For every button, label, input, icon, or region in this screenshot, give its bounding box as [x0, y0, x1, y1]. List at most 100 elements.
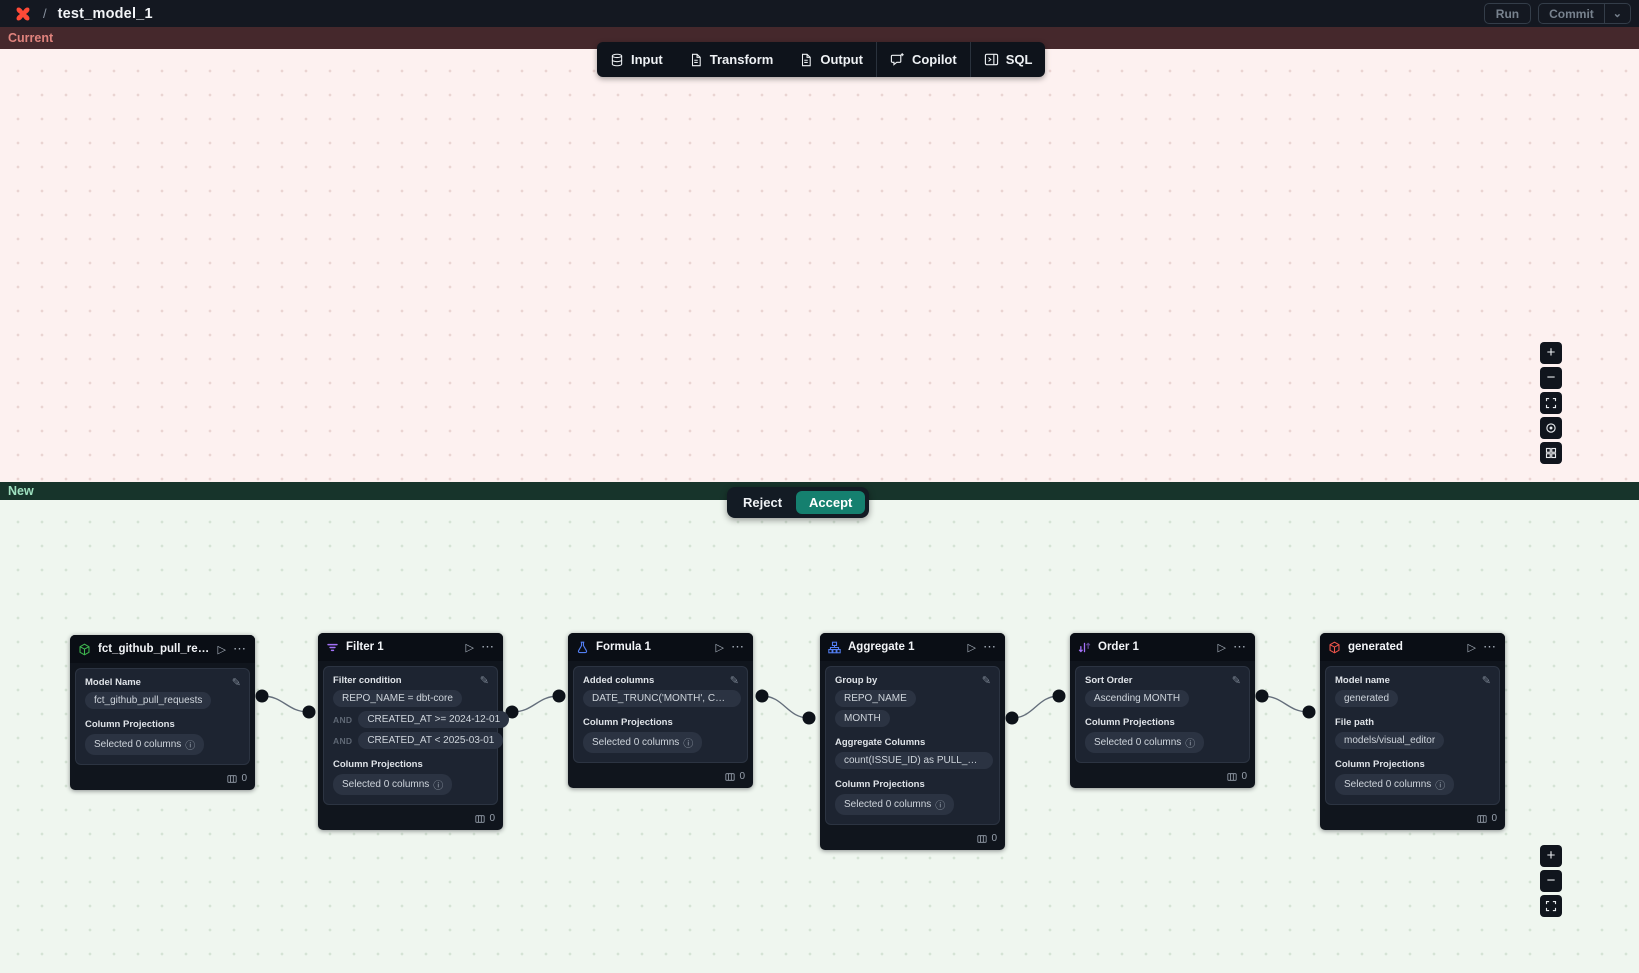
filter-condition-chip[interactable]: CREATED_AT >= 2024-12-01: [358, 711, 510, 728]
value-chip[interactable]: fct_github_pull_requests: [85, 692, 212, 709]
accept-button[interactable]: Accept: [796, 491, 866, 514]
new-canvas[interactable]: fct_github_pull_requests ▷ ⋯ ✎ Model Nam…: [0, 500, 1639, 973]
canvas-controls-new: + −: [1540, 845, 1562, 917]
node-body: ✎ Model name generated File path models/…: [1325, 666, 1500, 805]
zoom-out-button[interactable]: −: [1540, 870, 1562, 892]
edit-icon[interactable]: ✎: [479, 675, 489, 687]
node-body: ✎ Model Name fct_github_pull_requests Co…: [75, 668, 250, 765]
edit-icon[interactable]: ✎: [729, 675, 739, 687]
fit-view-button[interactable]: [1540, 392, 1562, 414]
ellipsis-menu-icon[interactable]: ⋯: [983, 639, 997, 654]
formula-chip[interactable]: DATE_TRUNC('MONTH', CREATED_AT…: [583, 690, 741, 707]
edit-icon[interactable]: ✎: [1231, 675, 1241, 687]
zoom-out-button[interactable]: −: [1540, 367, 1562, 389]
ellipsis-menu-icon[interactable]: ⋯: [481, 639, 495, 654]
play-icon[interactable]: ▷: [465, 641, 474, 654]
info-icon: ⓘ: [433, 781, 444, 792]
document-icon: [799, 53, 813, 67]
zoom-in-button[interactable]: +: [1540, 845, 1562, 867]
column-count: 0: [489, 813, 495, 824]
node-generated[interactable]: generated ▷ ⋯ ✎ Model name generated Fil…: [1320, 633, 1505, 830]
zoom-in-button[interactable]: +: [1540, 342, 1562, 364]
play-icon[interactable]: ▷: [1467, 641, 1476, 654]
commit-label[interactable]: Commit: [1549, 6, 1594, 21]
flask-icon: [576, 641, 589, 654]
copilot-button[interactable]: Copilot: [877, 42, 970, 77]
edit-icon[interactable]: ✎: [981, 675, 991, 687]
toolbar-copilot-group: Copilot: [875, 42, 970, 77]
field-label: Sort Order: [1085, 675, 1133, 686]
group-by-chip[interactable]: REPO_NAME: [835, 690, 916, 707]
current-section-header: Current: [0, 27, 1639, 49]
ellipsis-menu-icon[interactable]: ⋯: [233, 641, 247, 656]
sql-button[interactable]: SQL: [971, 42, 1046, 77]
sort-icon: [1078, 641, 1091, 654]
ellipsis-menu-icon[interactable]: ⋯: [1233, 639, 1247, 654]
ellipsis-menu-icon[interactable]: ⋯: [731, 639, 745, 654]
edit-icon[interactable]: ✎: [1481, 675, 1491, 687]
edit-icon[interactable]: ✎: [231, 677, 241, 689]
node-header[interactable]: Filter 1 ▷ ⋯: [318, 633, 503, 661]
node-footer: 0: [1320, 810, 1505, 830]
columns-icon: [1227, 772, 1238, 781]
run-button[interactable]: Run: [1483, 3, 1532, 24]
node-header[interactable]: Aggregate 1 ▷ ⋯: [820, 633, 1005, 661]
locate-button[interactable]: [1540, 417, 1562, 439]
current-canvas[interactable]: [0, 49, 1639, 482]
new-section-label: New: [8, 484, 34, 498]
node-header[interactable]: Formula 1 ▷ ⋯: [568, 633, 753, 661]
fit-view-button[interactable]: [1540, 895, 1562, 917]
sort-order-chip[interactable]: Ascending MONTH: [1085, 690, 1190, 707]
input-button[interactable]: Input: [597, 42, 676, 77]
node-footer: 0: [318, 810, 503, 830]
node-order-1[interactable]: Order 1 ▷ ⋯ ✎ Sort Order Ascending MONTH…: [1070, 633, 1255, 788]
node-header[interactable]: fct_github_pull_requests ▷ ⋯: [70, 635, 255, 663]
sitemap-icon: [828, 641, 841, 654]
breadcrumb-separator: /: [43, 6, 47, 21]
field-label: Column Projections: [1085, 717, 1175, 728]
node-header[interactable]: Order 1 ▷ ⋯: [1070, 633, 1255, 661]
transform-button[interactable]: Transform: [676, 42, 787, 77]
play-icon[interactable]: ▷: [1217, 641, 1226, 654]
field-label: Model Name: [85, 677, 141, 688]
sql-label: SQL: [1005, 52, 1033, 67]
database-icon: [610, 53, 624, 67]
output-button[interactable]: Output: [786, 42, 876, 77]
node-filter-1[interactable]: Filter 1 ▷ ⋯ ✎ Filter condition REPO_NAM…: [318, 633, 510, 830]
node-formula-1[interactable]: Formula 1 ▷ ⋯ ✎ Added columns DATE_TRUNC…: [568, 633, 753, 788]
aggregate-column-chip[interactable]: count(ISSUE_ID) as PULL_REQUEST_…: [835, 752, 993, 769]
column-count: 0: [1241, 771, 1247, 782]
and-label: AND: [333, 714, 353, 725]
commit-button[interactable]: Commit ⌄: [1538, 3, 1631, 24]
filter-condition-chip[interactable]: CREATED_AT < 2025-03-01: [358, 732, 504, 749]
play-icon[interactable]: ▷: [967, 641, 976, 654]
field-label: Aggregate Columns: [835, 737, 926, 748]
grid-layout-button[interactable]: [1540, 442, 1562, 464]
field-label: Added columns: [583, 675, 655, 686]
node-header[interactable]: generated ▷ ⋯: [1320, 633, 1505, 661]
info-icon: ⓘ: [1185, 739, 1196, 750]
file-path-chip[interactable]: models/visual_editor: [1335, 732, 1445, 749]
cube-icon: [1328, 641, 1341, 654]
ellipsis-menu-icon[interactable]: ⋯: [1483, 639, 1497, 654]
reject-button[interactable]: Reject: [731, 492, 794, 513]
group-by-chip[interactable]: MONTH: [835, 710, 890, 727]
page-title: test_model_1: [57, 5, 153, 22]
play-icon[interactable]: ▷: [715, 641, 724, 654]
node-aggregate-1[interactable]: Aggregate 1 ▷ ⋯ ✎ Group by REPO_NAME MON…: [820, 633, 1005, 850]
filter-condition-chip[interactable]: REPO_NAME = dbt-core: [333, 690, 462, 707]
node-footer: 0: [70, 770, 255, 790]
model-name-chip[interactable]: generated: [1335, 690, 1399, 707]
breadcrumb: / test_model_1: [14, 5, 153, 23]
chevron-down-icon[interactable]: ⌄: [1603, 4, 1630, 23]
dbt-logo-icon[interactable]: [14, 5, 32, 23]
node-fct-github-pull-requests[interactable]: fct_github_pull_requests ▷ ⋯ ✎ Model Nam…: [70, 635, 255, 790]
play-icon[interactable]: ▷: [217, 643, 226, 656]
